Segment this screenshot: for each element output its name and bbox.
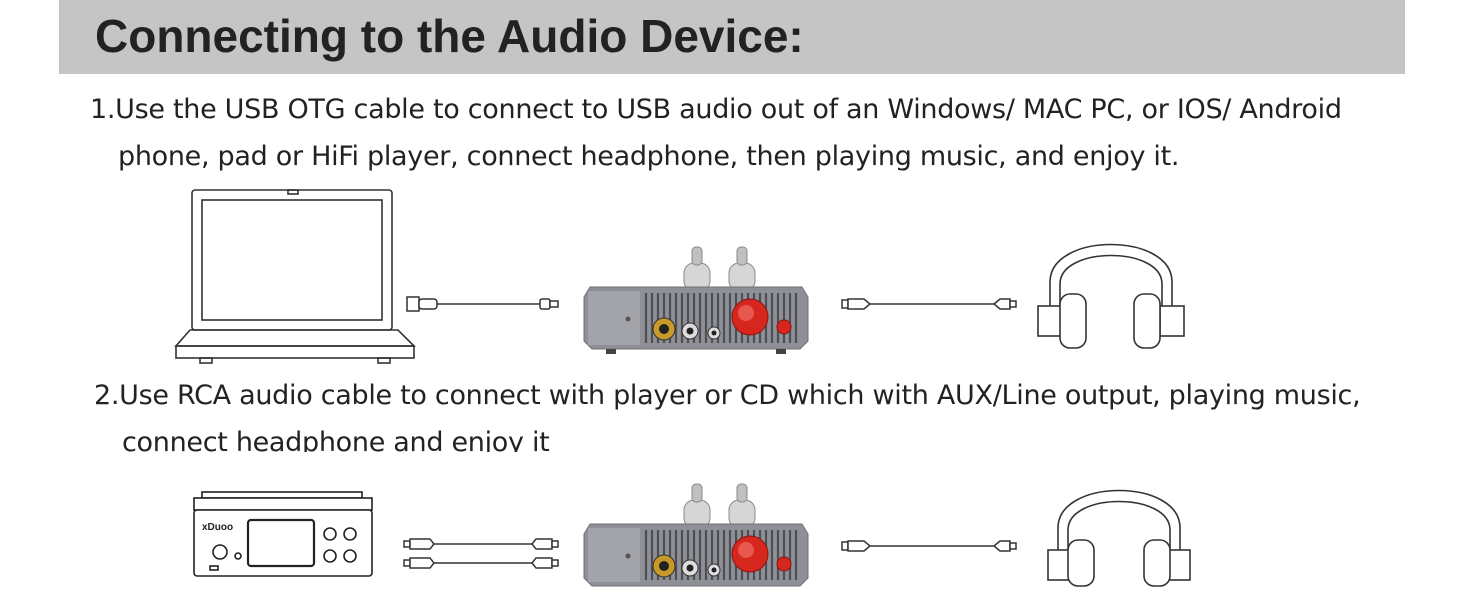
tube-amp-icon [580, 245, 812, 357]
step-1-line-1: 1.Use the USB OTG cable to connect to US… [90, 94, 1342, 125]
step-2-text: 2.Use RCA audio cable to connect with pl… [94, 372, 1360, 452]
headphones-icon [1044, 466, 1194, 590]
player-brand-label: xDuoo [202, 522, 233, 533]
laptop-icon [172, 186, 418, 366]
rca-cable-icon [402, 536, 560, 572]
step-2-line-1: 2.Use RCA audio cable to connect with pl… [94, 380, 1360, 411]
tube-amp-icon [580, 482, 812, 594]
step-1-line-2: phone, pad or HiFi player, connect headp… [90, 133, 1342, 180]
usb-cable-icon [405, 293, 560, 315]
audio-cable-icon [840, 536, 1018, 556]
step-1-text: 1.Use the USB OTG cable to connect to US… [90, 86, 1342, 180]
audio-cable-icon [840, 294, 1018, 314]
headphones-icon [1036, 212, 1186, 352]
title-bar: Connecting to the Audio Device: [59, 0, 1405, 74]
cd-player-icon: xDuoo [190, 490, 376, 580]
step-2-line-2: connect headphone and enjoy it [94, 419, 1360, 452]
page-title: Connecting to the Audio Device: [95, 6, 804, 66]
